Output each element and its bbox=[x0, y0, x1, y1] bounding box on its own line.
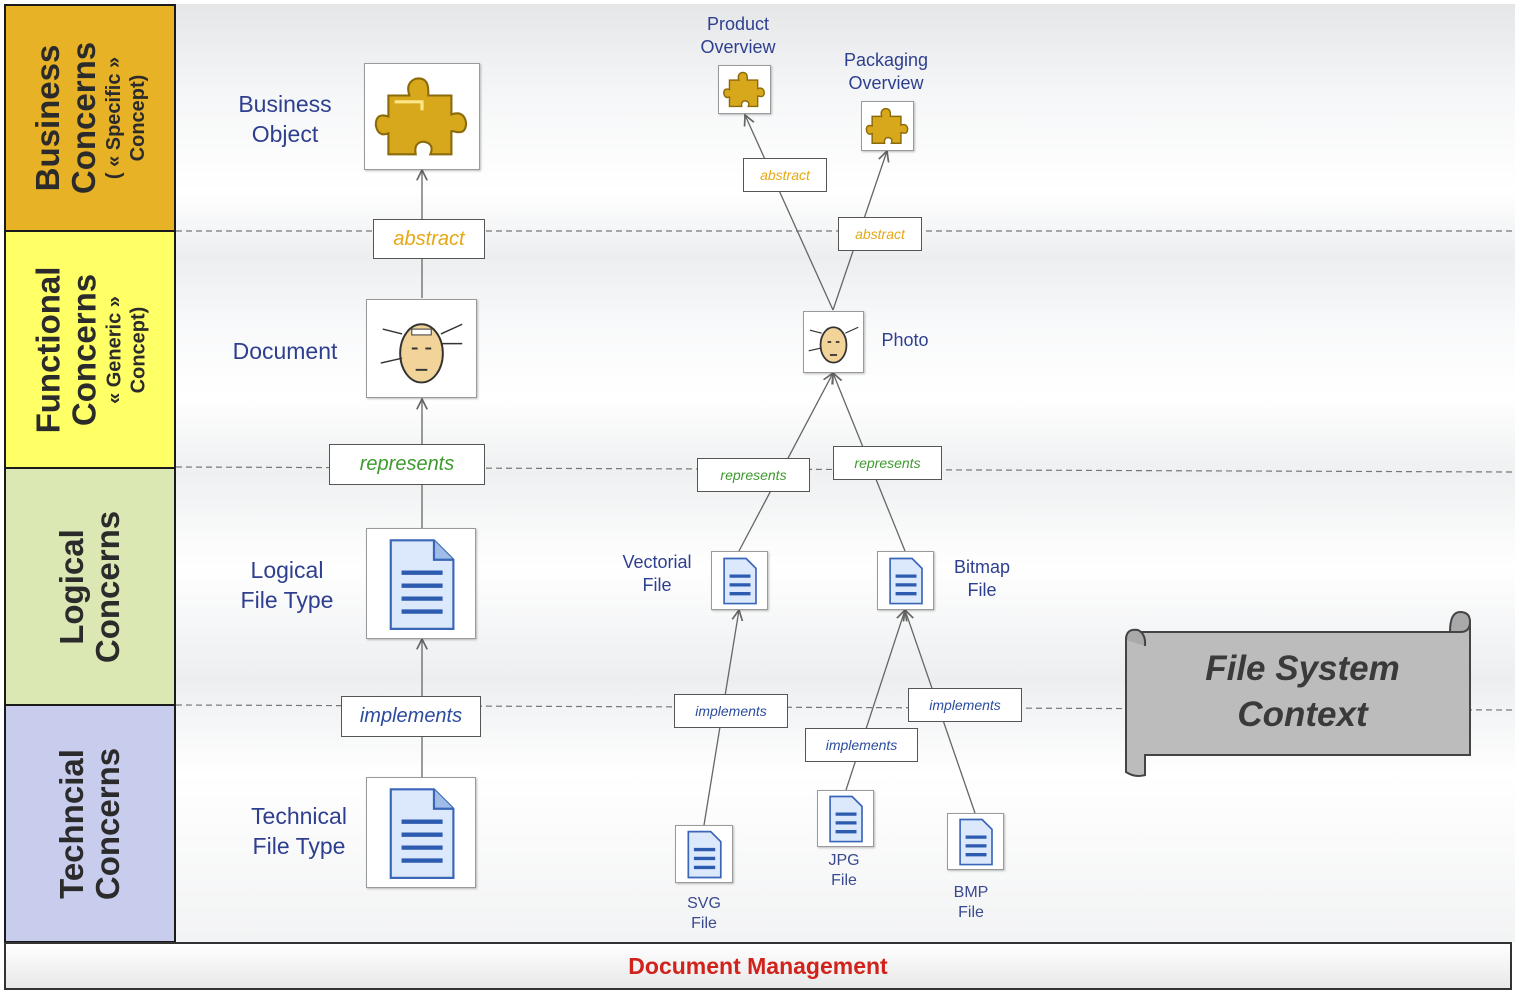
band-logical: Logical Concerns bbox=[4, 467, 176, 706]
footer-title: Document Management bbox=[628, 952, 888, 979]
puzzle-piece-icon bbox=[718, 65, 771, 114]
label-technical-file-type: Technical File Type bbox=[251, 803, 347, 859]
document-file-icon bbox=[877, 551, 934, 610]
label-product-overview: Product Overview bbox=[700, 14, 776, 57]
label-jpg-file: JPG File bbox=[828, 852, 860, 889]
label-packaging-overview: Packaging Overview bbox=[843, 50, 929, 93]
document-file-icon bbox=[947, 813, 1004, 870]
puzzle-piece-icon bbox=[861, 101, 914, 151]
footer-bar: Document Management bbox=[4, 942, 1512, 990]
rel-represents-left: represents bbox=[329, 444, 485, 485]
label-bmp-file: BMP File bbox=[953, 884, 989, 921]
rel-implements-jpg: implements bbox=[805, 728, 918, 762]
rel-represents-bitmap: represents bbox=[833, 446, 942, 480]
document-file-icon bbox=[711, 551, 768, 610]
document-file-icon bbox=[675, 825, 733, 883]
document-file-icon bbox=[366, 777, 476, 888]
document-file-icon bbox=[817, 790, 874, 847]
label-bitmap-file: Bitmap File bbox=[953, 557, 1011, 600]
rel-abstract-packaging: abstract bbox=[838, 217, 922, 251]
puzzle-piece-icon bbox=[364, 63, 480, 170]
rel-represents-vectorial: represents bbox=[697, 458, 810, 492]
line-photo-product bbox=[745, 115, 834, 311]
line-jpg-bitmap bbox=[845, 610, 905, 791]
band-business: Business Concerns ( « Specific » Concept… bbox=[4, 4, 176, 232]
rel-implements-left: implements bbox=[341, 696, 481, 737]
label-document: Document bbox=[232, 338, 338, 364]
rel-abstract-left: abstract bbox=[373, 219, 485, 259]
label-photo: Photo bbox=[881, 330, 929, 350]
label-vectorial-file: Vectorial File bbox=[622, 552, 692, 595]
label-logical-file-type: Logical File Type bbox=[240, 557, 334, 613]
scroll-shape bbox=[1125, 610, 1472, 777]
label-svg-file: SVG File bbox=[687, 895, 721, 932]
head-concept-icon bbox=[803, 311, 864, 373]
rel-implements-bmp: implements bbox=[908, 688, 1022, 722]
rel-implements-svg: implements bbox=[674, 694, 788, 728]
rel-abstract-product: abstract bbox=[743, 158, 827, 192]
label-business-object: Business Object bbox=[238, 91, 332, 147]
head-concept-icon bbox=[366, 299, 477, 398]
band-technical: Techncial Concerns bbox=[4, 704, 176, 943]
document-file-icon bbox=[366, 528, 476, 639]
scroll-context-title: File System Context bbox=[1205, 649, 1400, 734]
